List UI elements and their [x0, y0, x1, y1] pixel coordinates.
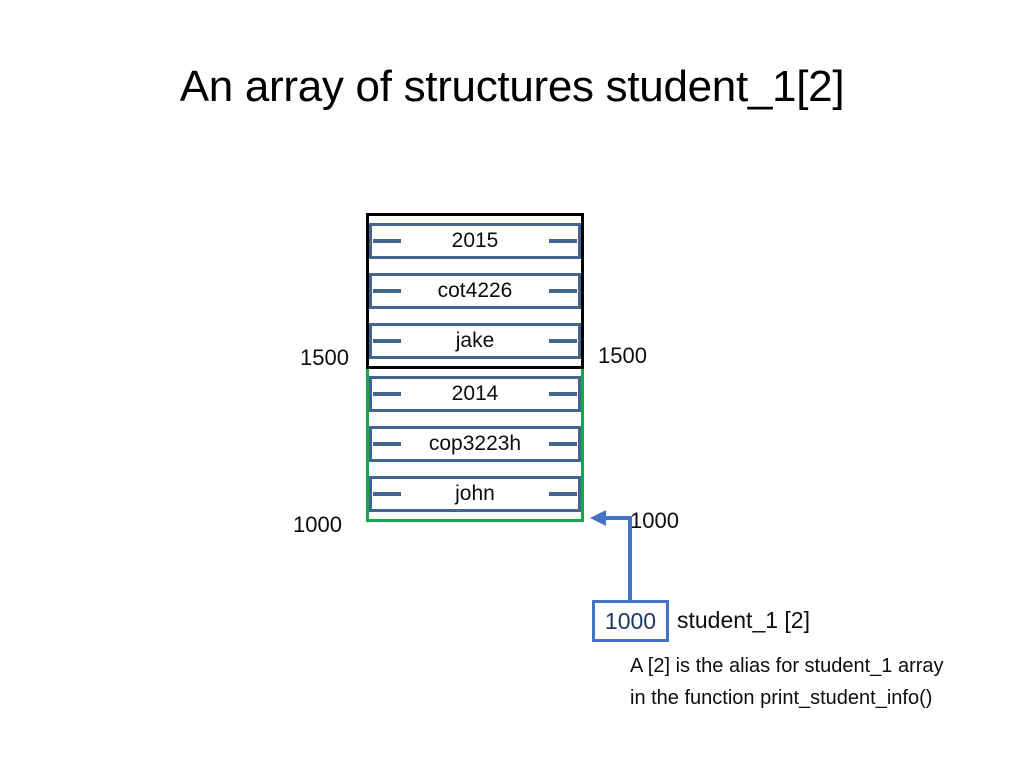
struct-field-row: 2015	[369, 216, 581, 266]
cell-frame	[369, 476, 581, 512]
field-value: 2015	[451, 229, 499, 252]
field-value: cop3223h	[428, 432, 522, 455]
address-label-right-1500: 1500	[598, 343, 647, 368]
field-value: cot4226	[437, 279, 513, 302]
caption-line-2: in the function print_student_info()	[630, 687, 933, 709]
field-tick-left-icon	[373, 339, 401, 343]
field-tick-right-icon	[549, 392, 577, 396]
struct-block-upper: 2015 cot4226 jake	[366, 213, 584, 369]
field-tick-right-icon	[549, 289, 577, 293]
page-title: An array of structures student_1[2]	[179, 62, 845, 111]
pointer-variable-label: student_1 [2]	[677, 607, 810, 633]
caption-line-1: A [2] is the alias for student_1 array	[630, 655, 944, 677]
field-tick-left-icon	[373, 289, 401, 293]
field-tick-left-icon	[373, 392, 401, 396]
address-label-left-1000: 1000	[293, 512, 342, 537]
memory-stack-diagram: 2015 cot4226 jake 2014	[366, 213, 584, 522]
field-value: john	[455, 482, 495, 505]
struct-block-lower: 2014 cop3223h john	[366, 369, 584, 522]
field-value: 2014	[451, 382, 499, 405]
field-tick-right-icon	[549, 442, 577, 446]
field-tick-right-icon	[549, 239, 577, 243]
cell-frame	[369, 426, 581, 462]
field-value: jake	[455, 329, 495, 352]
arrow-left-elbow-icon	[590, 510, 632, 618]
field-tick-left-icon	[373, 239, 401, 243]
field-tick-left-icon	[373, 492, 401, 496]
pointer-value-box: 1000	[592, 600, 669, 642]
address-label-right-1000: 1000	[630, 508, 679, 533]
struct-field-row: cop3223h	[369, 419, 581, 469]
field-tick-left-icon	[373, 442, 401, 446]
cell-frame	[369, 273, 581, 309]
field-tick-right-icon	[549, 492, 577, 496]
address-label-left-1500: 1500	[300, 345, 349, 370]
caption-text: A [2] is the alias for student_1 array i…	[630, 650, 944, 714]
field-tick-right-icon	[549, 339, 577, 343]
cell-frame	[369, 376, 581, 412]
cell-frame	[369, 223, 581, 259]
struct-field-row: 2014	[369, 369, 581, 419]
struct-field-row: cot4226	[369, 266, 581, 316]
struct-field-row: john	[369, 469, 581, 519]
struct-field-row: jake	[369, 316, 581, 366]
cell-frame	[369, 323, 581, 359]
